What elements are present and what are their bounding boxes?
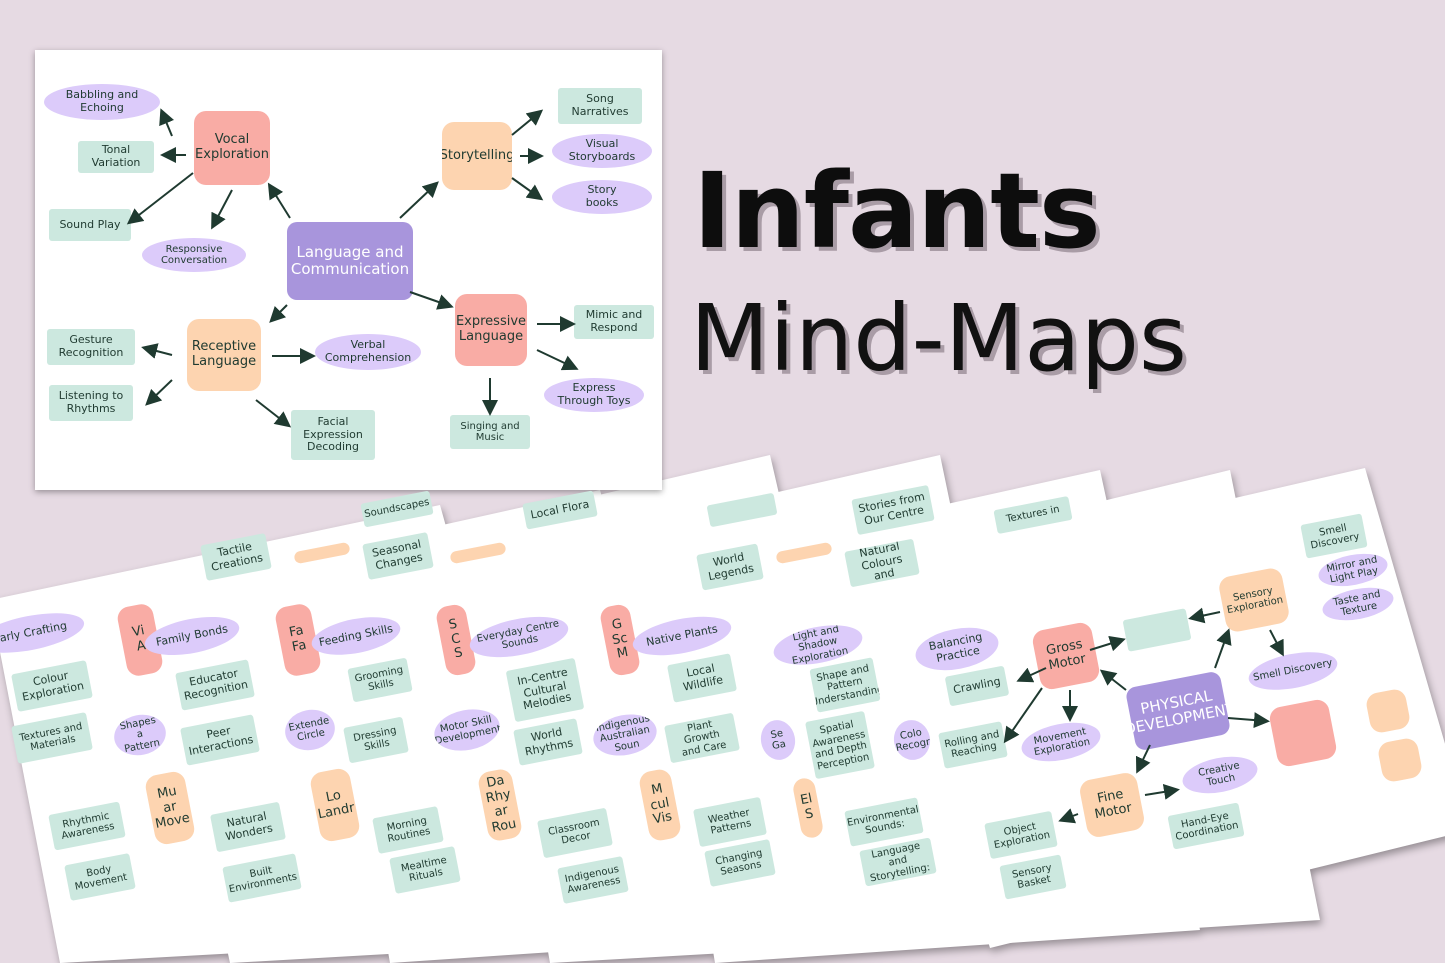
- main-map-node: Gesture Recognition: [47, 329, 135, 365]
- main-map-node: Verbal Comprehension: [315, 334, 421, 370]
- title-infants: Infants: [693, 150, 1101, 272]
- stack-map-node: Gross Motor: [1030, 620, 1102, 692]
- main-map-node: Mimic and Respond: [574, 305, 654, 339]
- main-map-node: Visual Storyboards: [552, 134, 652, 168]
- stack-map-node: Sensory Exploration: [1217, 566, 1291, 634]
- blank-node-shape: [1267, 697, 1339, 769]
- stack-map-node: Fine Motor: [1077, 770, 1147, 840]
- main-map-node: Language and Communication: [287, 222, 413, 300]
- main-map-node: Song Narratives: [558, 88, 642, 124]
- stack-map-node: Spatial Awareness and Depth Perception: [805, 710, 875, 780]
- main-map-node: Singing and Music: [450, 415, 530, 449]
- main-map-node: Listening to Rhythms: [49, 385, 133, 421]
- main-map-node: Responsive Conversation: [142, 238, 246, 272]
- main-map-node: Tonal Variation: [78, 141, 154, 173]
- main-map-node: Receptive Language: [187, 319, 261, 391]
- main-map-node: Storytelling: [442, 122, 512, 190]
- main-map-node: Story books: [552, 180, 652, 214]
- main-map-node: Facial Expression Decoding: [291, 410, 375, 460]
- main-map-node: Vocal Exploration: [194, 111, 270, 185]
- main-map-node: Sound Play: [49, 209, 131, 241]
- title-mind-maps: Mind-Maps: [690, 285, 1187, 392]
- main-map-node: Expressive Language: [455, 294, 527, 366]
- main-map-node: Express Through Toys: [544, 378, 644, 412]
- main-map-node: Babbling and Echoing: [44, 84, 160, 120]
